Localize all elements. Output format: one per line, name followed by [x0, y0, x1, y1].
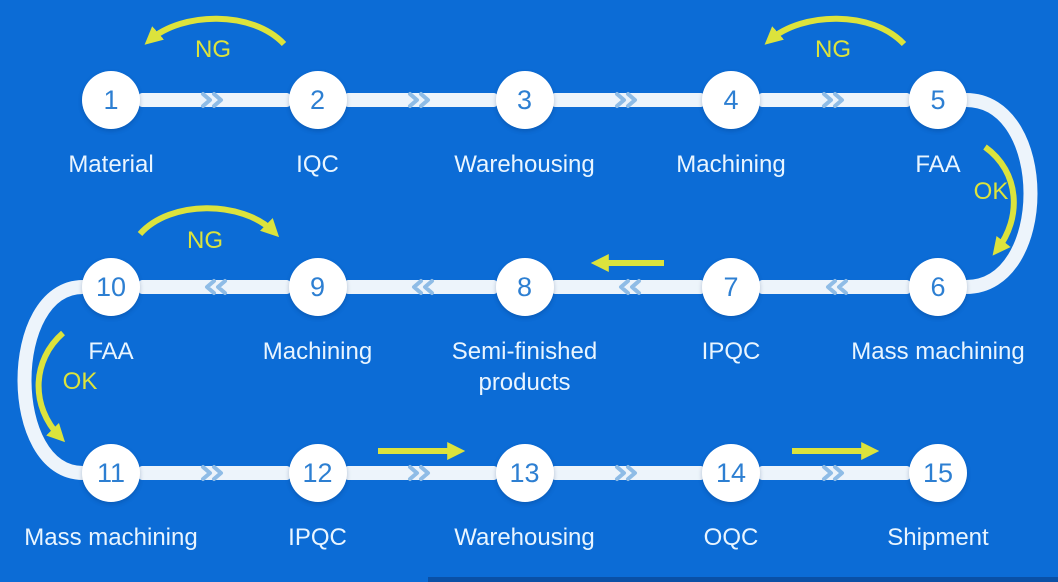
connector-bar — [139, 466, 290, 480]
ok-label-right: OK — [974, 178, 1009, 205]
step-circle: 6 — [909, 258, 967, 316]
ng-arrow-iqc-to-material — [144, 15, 287, 47]
step-circle: 3 — [495, 71, 554, 129]
step-number: 5 — [930, 84, 946, 115]
step-label: Machining — [676, 151, 786, 178]
connector-bar — [552, 93, 704, 107]
ok-arrow-left — [35, 330, 66, 443]
chevrons-row1-right — [201, 92, 844, 108]
step-number: 1 — [103, 84, 119, 115]
step-label: Semi-finished products — [451, 338, 598, 396]
step-circle: 1 — [82, 71, 140, 129]
step-label: IQC — [296, 151, 339, 178]
step-number: 11 — [96, 457, 126, 488]
step-circle: 14 — [702, 444, 760, 502]
connector-bar — [345, 280, 497, 294]
ng-label-faa-mid: NG — [187, 227, 223, 254]
connector-track-row3 — [139, 466, 910, 480]
step-label: Machining — [262, 338, 373, 365]
step-label: FAA — [915, 151, 961, 178]
step-number: 14 — [715, 457, 747, 488]
connector-bar — [759, 280, 910, 294]
step-label: Warehousing — [454, 524, 595, 551]
chevrons-row3-right — [201, 465, 844, 481]
bottom-divider — [428, 577, 1058, 582]
connector-track-row2 — [139, 280, 910, 294]
u-curve-left — [17, 280, 84, 480]
step-number: 13 — [509, 457, 540, 488]
step-circle: 12 — [288, 444, 347, 502]
step-number: 4 — [723, 84, 739, 115]
step-number: 8 — [516, 271, 533, 302]
step-circle: 8 — [495, 258, 554, 316]
ok-arrow-right — [983, 144, 1017, 256]
step-number: 9 — [309, 271, 326, 302]
connector-bar — [139, 280, 290, 294]
step-label: Material — [68, 151, 154, 178]
step-circle: 7 — [702, 258, 760, 316]
step-circle: 10 — [82, 258, 140, 316]
connector-bar — [759, 93, 910, 107]
connector-bar — [552, 466, 704, 480]
step-circle: 4 — [702, 71, 760, 129]
step-label: IPQC — [288, 524, 347, 551]
ng-label-faa-top: NG — [815, 36, 851, 63]
step-label: Shipment — [887, 524, 989, 551]
connector-bar — [345, 466, 497, 480]
ng-label-iqc: NG — [195, 36, 231, 63]
step-number: 15 — [922, 457, 954, 488]
connector-bar — [345, 93, 497, 107]
step-label: OQC — [703, 524, 759, 551]
step-number: 6 — [930, 271, 946, 302]
step-label: IPQC — [701, 338, 761, 365]
connector-bar — [552, 280, 704, 294]
step-circle: 15 — [909, 444, 967, 502]
step-label: FAA — [88, 338, 134, 365]
step-circle: 9 — [288, 258, 347, 316]
step-circle: 5 — [909, 71, 967, 129]
u-curve-right — [965, 93, 1038, 294]
connector-bar — [759, 466, 910, 480]
step-circle: 13 — [495, 444, 554, 502]
ok-label-left: OK — [63, 368, 98, 395]
step-label: Mass machining — [851, 338, 1025, 365]
step-label: Warehousing — [454, 151, 595, 178]
step-label: Mass machining — [24, 524, 198, 551]
step-circle: 2 — [288, 71, 347, 129]
step-circle: 11 — [82, 444, 140, 502]
step-number: 12 — [302, 457, 333, 488]
connector-bar — [139, 93, 290, 107]
step-number: 10 — [95, 271, 127, 302]
step-number: 3 — [516, 84, 533, 115]
chevrons-row2-left — [205, 279, 848, 295]
connector-track-row1 — [139, 93, 910, 107]
ng-arrow-faa-to-machining — [764, 15, 907, 47]
step-number: 7 — [723, 271, 739, 302]
step-number: 2 — [309, 84, 326, 115]
ng-arrow-faa-to-machining-mid — [137, 205, 280, 238]
